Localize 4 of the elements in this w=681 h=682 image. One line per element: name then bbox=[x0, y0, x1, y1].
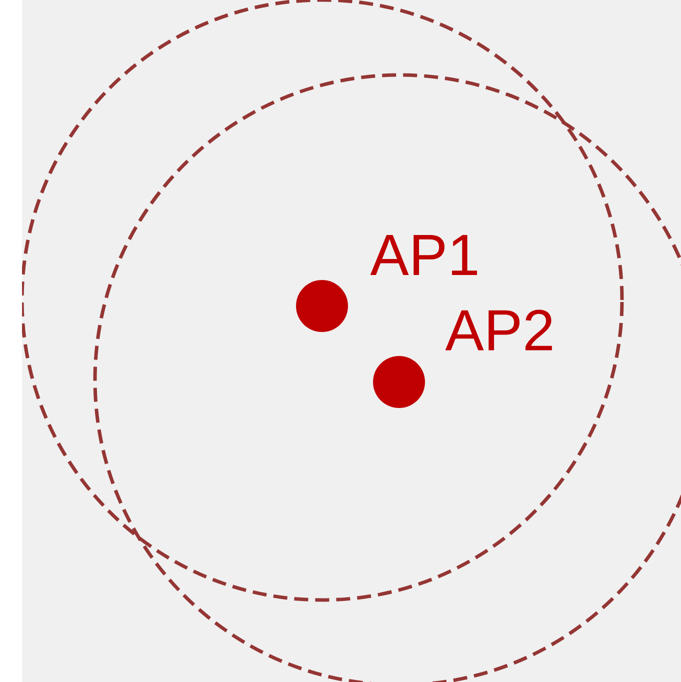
access-point-label: AP1 bbox=[370, 235, 477, 275]
access-point-dot bbox=[373, 356, 425, 408]
access-point-dot bbox=[296, 280, 348, 332]
access-point-label: AP2 bbox=[445, 310, 552, 350]
